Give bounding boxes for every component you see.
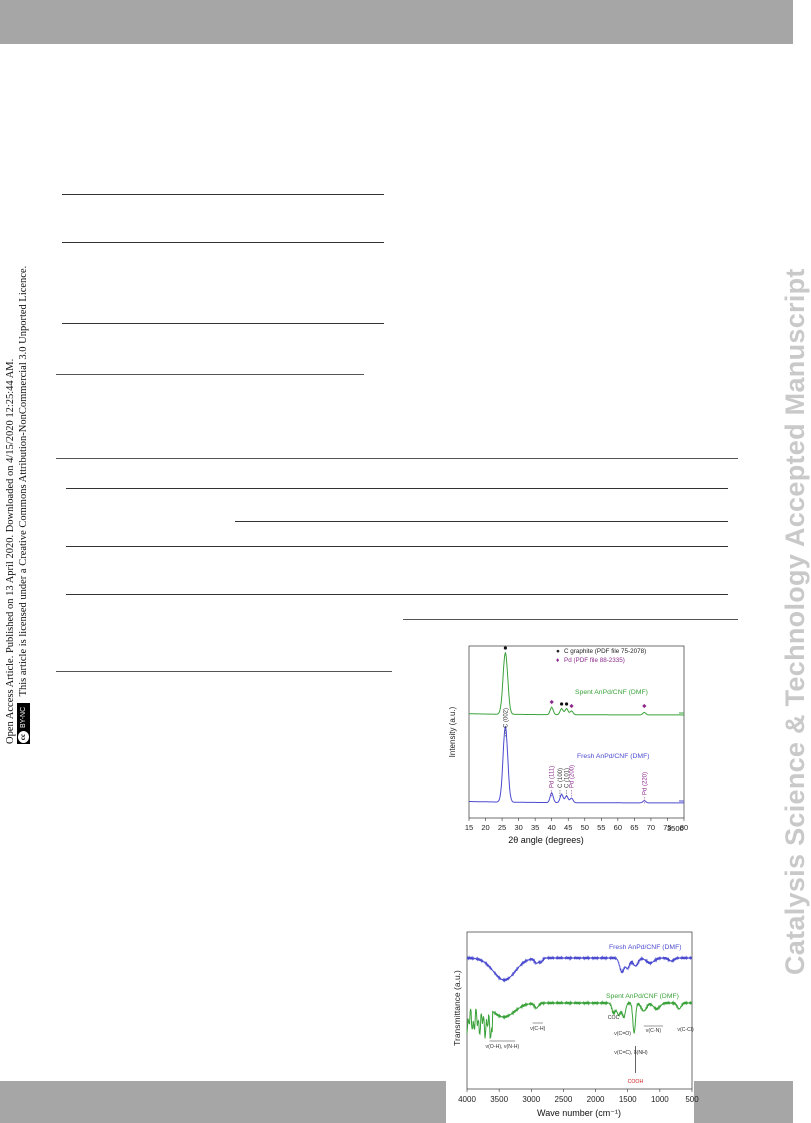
ftir-x-ticks: 4000 3500 3000 2500 2000 1500 1000 500 [458,1089,699,1104]
xrd-x-tick-label: 60 [614,823,622,832]
table-rule [56,374,364,375]
xrd-x-tick-label: 30 [514,823,522,832]
xrd-x-tick-label: 25 [498,823,506,832]
xrd-x-label: 2θ angle (degrees) [508,835,584,845]
xrd-x-tick-label: 35 [531,823,539,832]
ftir-series-label: Fresh AnPd/CNF (DMF) [609,944,682,951]
xrd-x-tick-label: 20 [481,823,489,832]
xrd-chart: ● C graphite (PDF file 75-2078) ♦ Pd (PDF f… [448,645,688,845]
by-nc-label: BY-NC [20,706,28,728]
xrd-series-line [469,726,684,804]
ftir-plot-frame [466,931,693,1090]
ftir-x-tick-label: 4000 [458,1095,476,1104]
ftir-band-annotation: COOH [628,1079,644,1085]
graphite-peak-marker [564,702,569,706]
xrd-peak-annotation: Pd (220) [642,772,648,795]
open-access-line: Open Access Article. Published on 13 Apr… [5,358,16,744]
ftir-band-annotation: COC [608,1015,620,1021]
xrd-x-tick-label: 50 [581,823,589,832]
xrd-peak-markers [503,646,647,709]
legend-entry: C graphite (PDF file 75-2078) [564,648,646,655]
ftir-x-tick-label: 2000 [587,1095,605,1104]
legend-entry: Pd (PDF file 88-2335) [564,657,625,664]
xrd-x-tick-label: 45 [564,823,572,832]
ftir-y-label: Transmittance (a.u.) [452,970,462,1046]
xrd-x-tick-label: 55 [597,823,605,832]
ftir-x-tick-label: 3500 [490,1095,508,1104]
ftir-band-annotation: ν(O-H), ν(N-H) [485,1044,519,1050]
pd-peak-marker [569,703,574,709]
license-line[interactable]: This article is licensed under a Creativ… [18,265,29,697]
table-rule [56,671,392,672]
ftir-band-annotation: ν(C=C), δ(NH) [614,1050,648,1056]
ftir-x-tick-label: 1500 [619,1095,637,1104]
xrd-plot-frame [468,645,685,819]
ftir-band-annotation: ν(C=O) [614,1031,631,1037]
page-header-bar [0,0,793,44]
ftir-series: Fresh AnPd/CNF (DMF) Spent AnPd/CNF (DMF) [466,944,693,1040]
xrd-x-ticks: 15 20 25 30 35 40 45 50 55 60 65 70 75 80 [465,818,688,832]
xrd-edge-label: 3500 [667,824,684,833]
xrd-series-line [469,652,684,716]
ftir-chart: Fresh AnPd/CNF (DMF) Spent AnPd/CNF (DMF)… [452,931,699,1118]
table-rule [66,488,728,489]
xrd-x-tick-label: 70 [647,823,655,832]
xrd-peak-annotation: Pd (111) [550,766,556,788]
cc-icon: cc [18,731,30,743]
manuscript-watermark: Catalysis Science & Technology Accepted … [780,268,810,975]
xrd-series-label: Fresh AnPd/CNF (DMF) [577,753,650,760]
table-rule [56,458,738,459]
table-rule [62,323,384,324]
xrd-series: Spent AnPd/CNF (DMF) Fresh AnPd/CNF (DMF) [469,646,684,804]
cc-license-badge[interactable]: cc BY-NC [17,702,31,744]
xrd-x-tick-label: 15 [465,823,473,832]
ftir-series-line [466,1000,693,1040]
ftir-x-label: Wave number (cm⁻¹) [537,1108,621,1118]
table-rule [66,594,728,595]
xrd-figure: ● C graphite (PDF file 75-2078) ♦ Pd (PDF f… [446,640,688,850]
xrd-series-label: Spent AnPd/CNF (DMF) [575,689,648,696]
table-rule [403,619,738,620]
license-text: Open Access Article. Published on 13 Apr… [4,204,31,744]
xrd-x-tick-label: 65 [630,823,638,832]
xrd-peak-annotation: Pd (200) [570,765,576,788]
ftir-x-tick-label: 500 [685,1095,699,1104]
xrd-x-tick-label: 40 [548,823,556,832]
ftir-series-label: Spent AnPd/CNF (DMF) [606,993,679,1000]
xrd-legend: ● C graphite (PDF file 75-2078) ♦ Pd (PDF f… [556,648,646,664]
graphite-peak-marker [503,646,507,650]
ftir-x-tick-label: 1000 [651,1095,669,1104]
legend-symbol: ● [556,648,560,655]
legend-symbol: ♦ [556,657,560,664]
ftir-x-tick-label: 3000 [522,1095,540,1104]
ftir-band-annotation: ν(C-Cl) [677,1027,694,1033]
xrd-x-tick-label: 80 [680,823,688,832]
xrd-peak-annotation: C (002) [503,708,509,728]
ftir-figure: Fresh AnPd/CNF (DMF) Spent AnPd/CNF (DMF)… [446,928,699,1123]
ftir-x-tick-label: 2500 [555,1095,573,1104]
ftir-series-line [466,955,693,983]
table-rule [235,521,728,522]
pd-peak-marker [549,699,554,705]
license-sidebar: Open Access Article. Published on 13 Apr… [0,0,46,760]
xrd-x-tick-label: 75 [663,823,671,832]
xrd-peak-annotation: C (101) [565,768,571,788]
graphite-peak-marker [560,702,564,706]
table-rule [62,194,384,195]
xrd-annotations: C (002) Pd (111)C (100)C (101)Pd (200) Pd … [503,708,648,804]
xrd-peak-annotation: C (100) [558,768,564,788]
ftir-annotations: ν(O-H), ν(N-H) ν(C-H) COC ν(C=O) ν(C=C), δ(N… [485,1015,694,1085]
ftir-band-annotation: ν(C-H) [530,1026,546,1032]
table-rule [66,546,728,547]
table-rule [62,242,384,243]
ftir-band-annotation: ν(C-N) [646,1028,662,1034]
xrd-y-label: Intensity (a.u.) [448,706,457,757]
pd-peak-marker [642,703,647,709]
